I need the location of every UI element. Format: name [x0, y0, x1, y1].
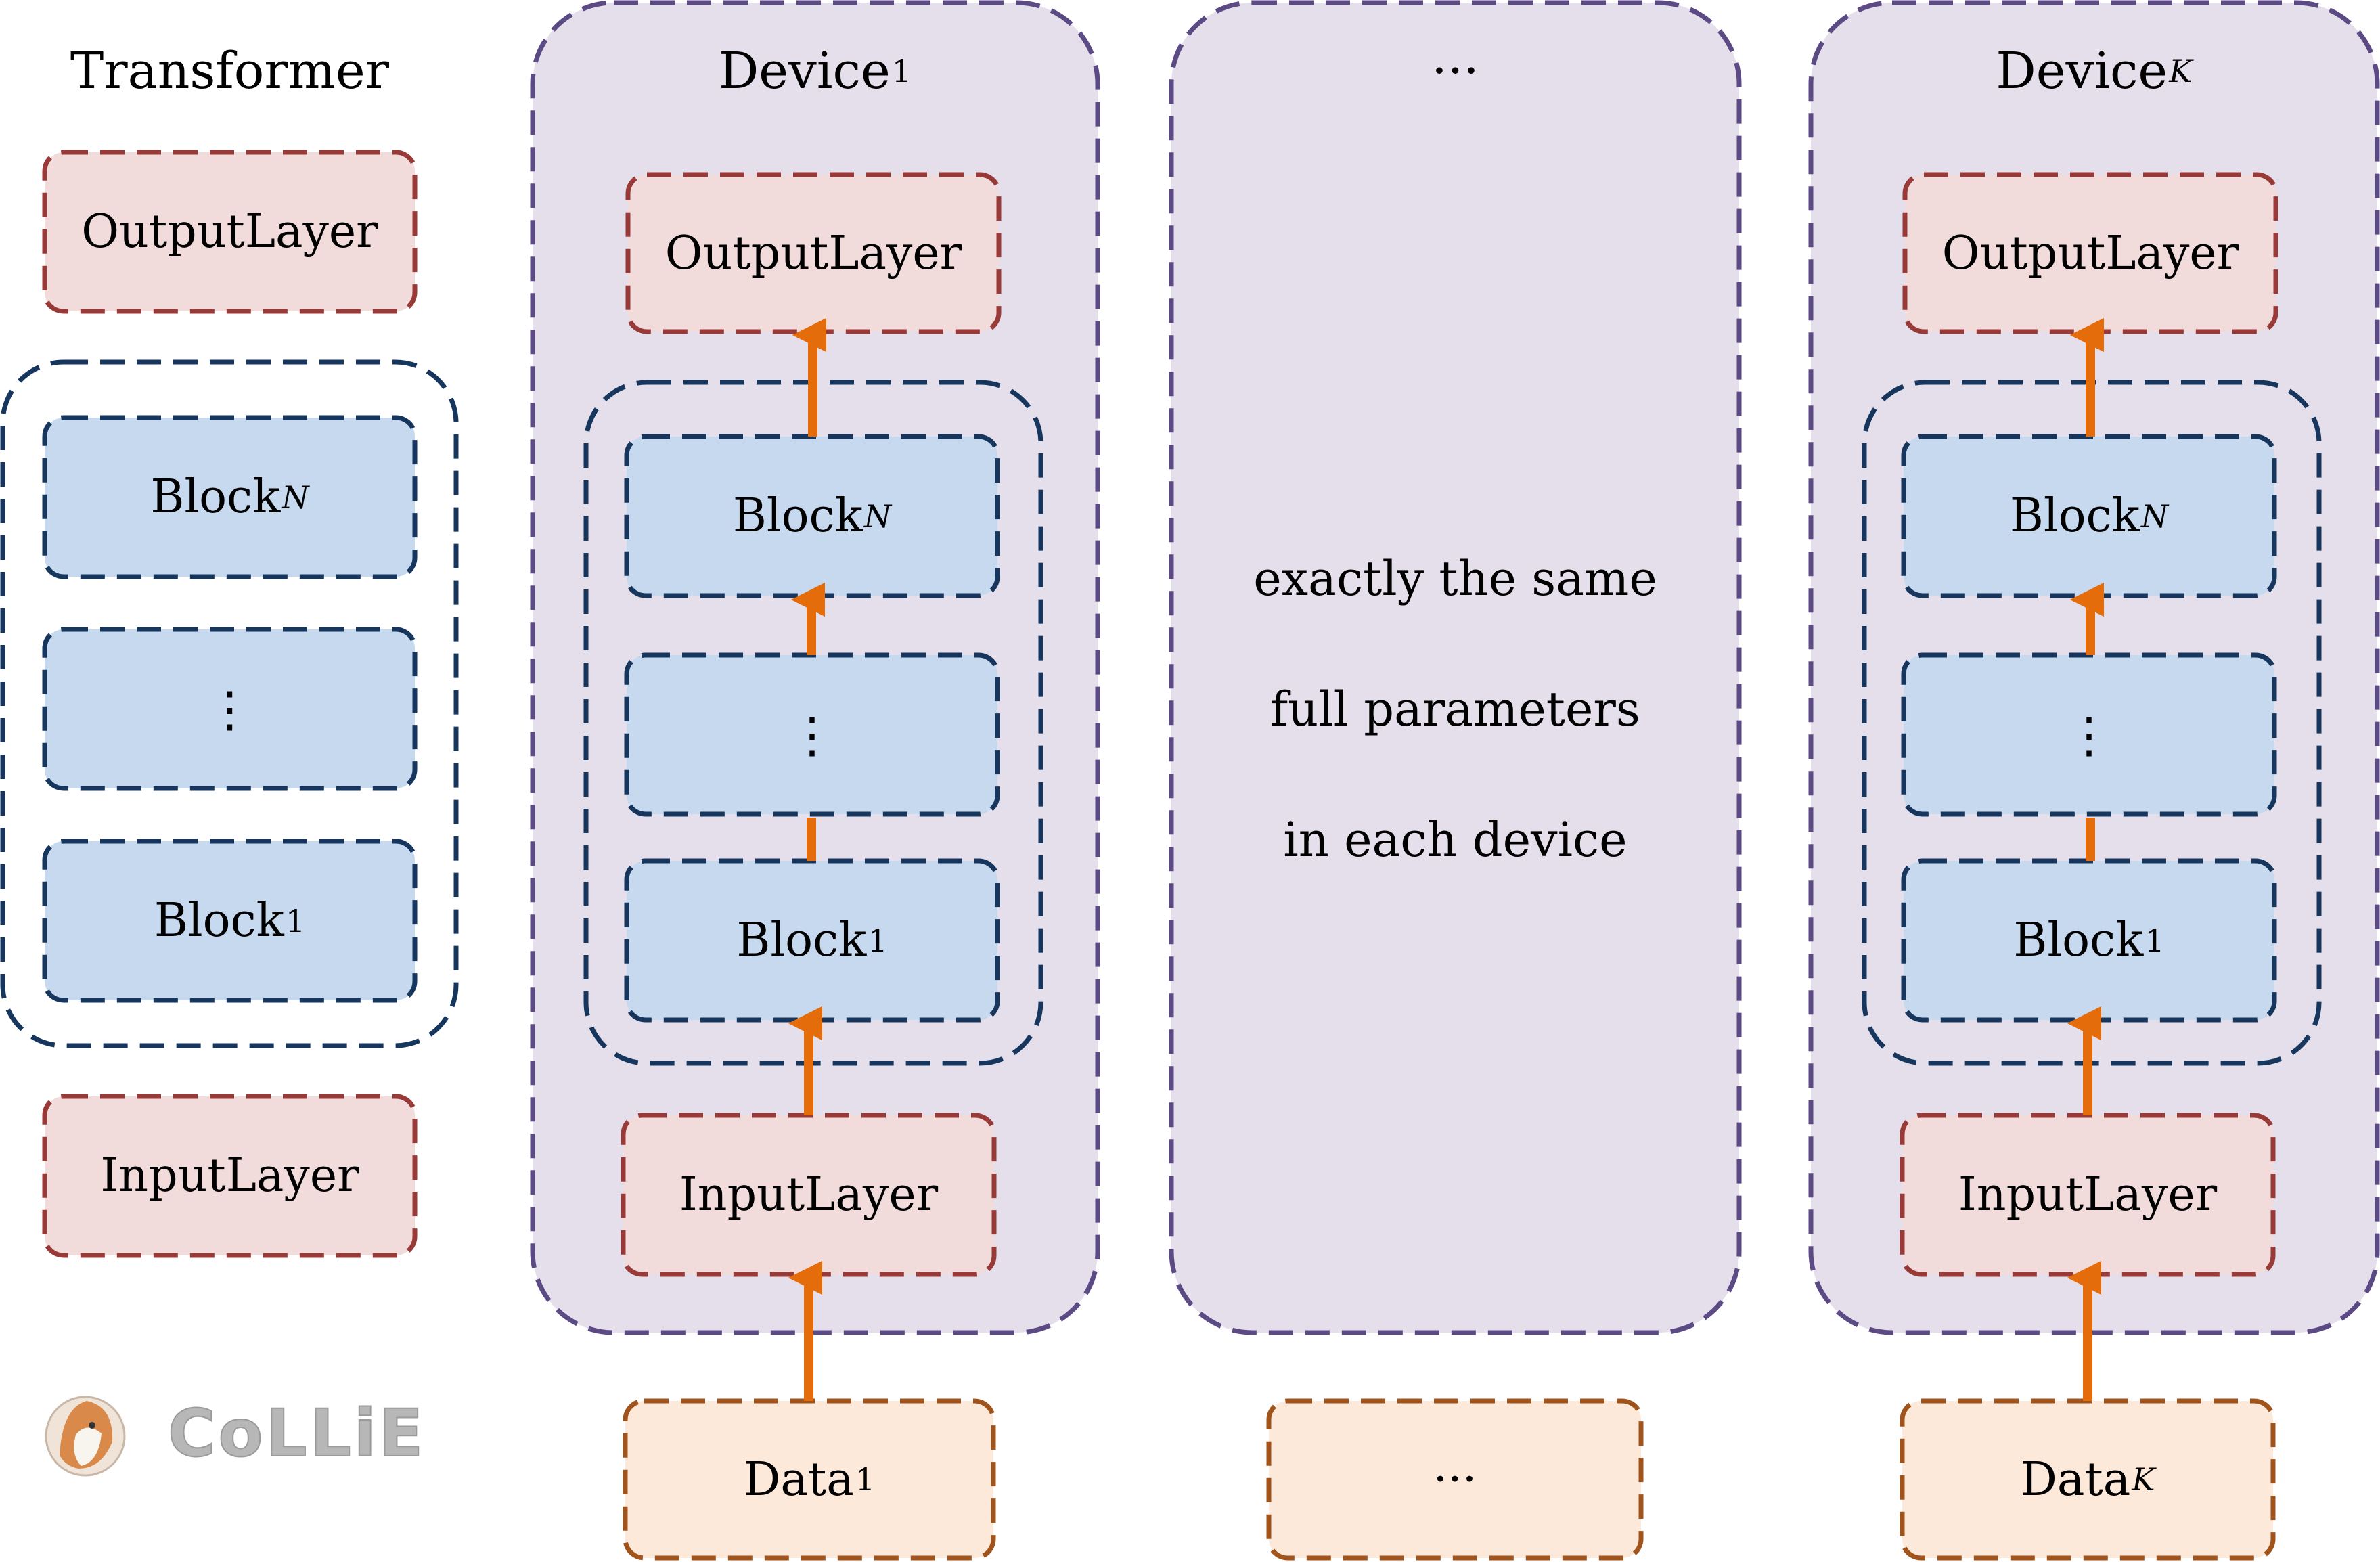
transformer-vertical-dots: ⋮ [205, 680, 254, 738]
transformer-block-dots-box [42, 627, 418, 791]
middle-note-line-2: full parameters [1270, 682, 1640, 737]
device-1-vertical-dots: ⋮ [788, 706, 836, 763]
transformer-block-n-box [42, 415, 418, 579]
transformer-blocks-group [0, 359, 459, 1048]
collie-logo-text: CoLLiE [167, 1395, 426, 1472]
device-1-input-layer-label: InputLayer [679, 1168, 939, 1222]
transformer-output-layer-label: OutputLayer [81, 205, 378, 259]
device-k-input-layer-label: InputLayer [1958, 1168, 2218, 1222]
middle-data-box [1266, 1398, 1644, 1561]
transformer-block-1-box [42, 839, 418, 1003]
transformer-input-layer-label: InputLayer [100, 1149, 359, 1203]
middle-data-label: ··· [1433, 1452, 1477, 1507]
device-1-output-layer-label: OutputLayer [665, 226, 962, 280]
transformer-title: Transformer [70, 42, 390, 100]
middle-title-ellipsis: ··· [1431, 42, 1479, 100]
middle-panel [1169, 0, 1742, 1335]
device-k-vertical-dots: ⋮ [2065, 706, 2113, 763]
middle-note-line-1: exactly the same [1253, 551, 1657, 606]
transformer-input-layer-box [42, 1094, 418, 1258]
device-k-output-layer-label: OutputLayer [1941, 226, 2239, 280]
transformer-output-layer-box [42, 150, 418, 314]
collie-logo-icon [45, 1396, 126, 1477]
middle-note-line-3: in each device [1283, 812, 1627, 868]
